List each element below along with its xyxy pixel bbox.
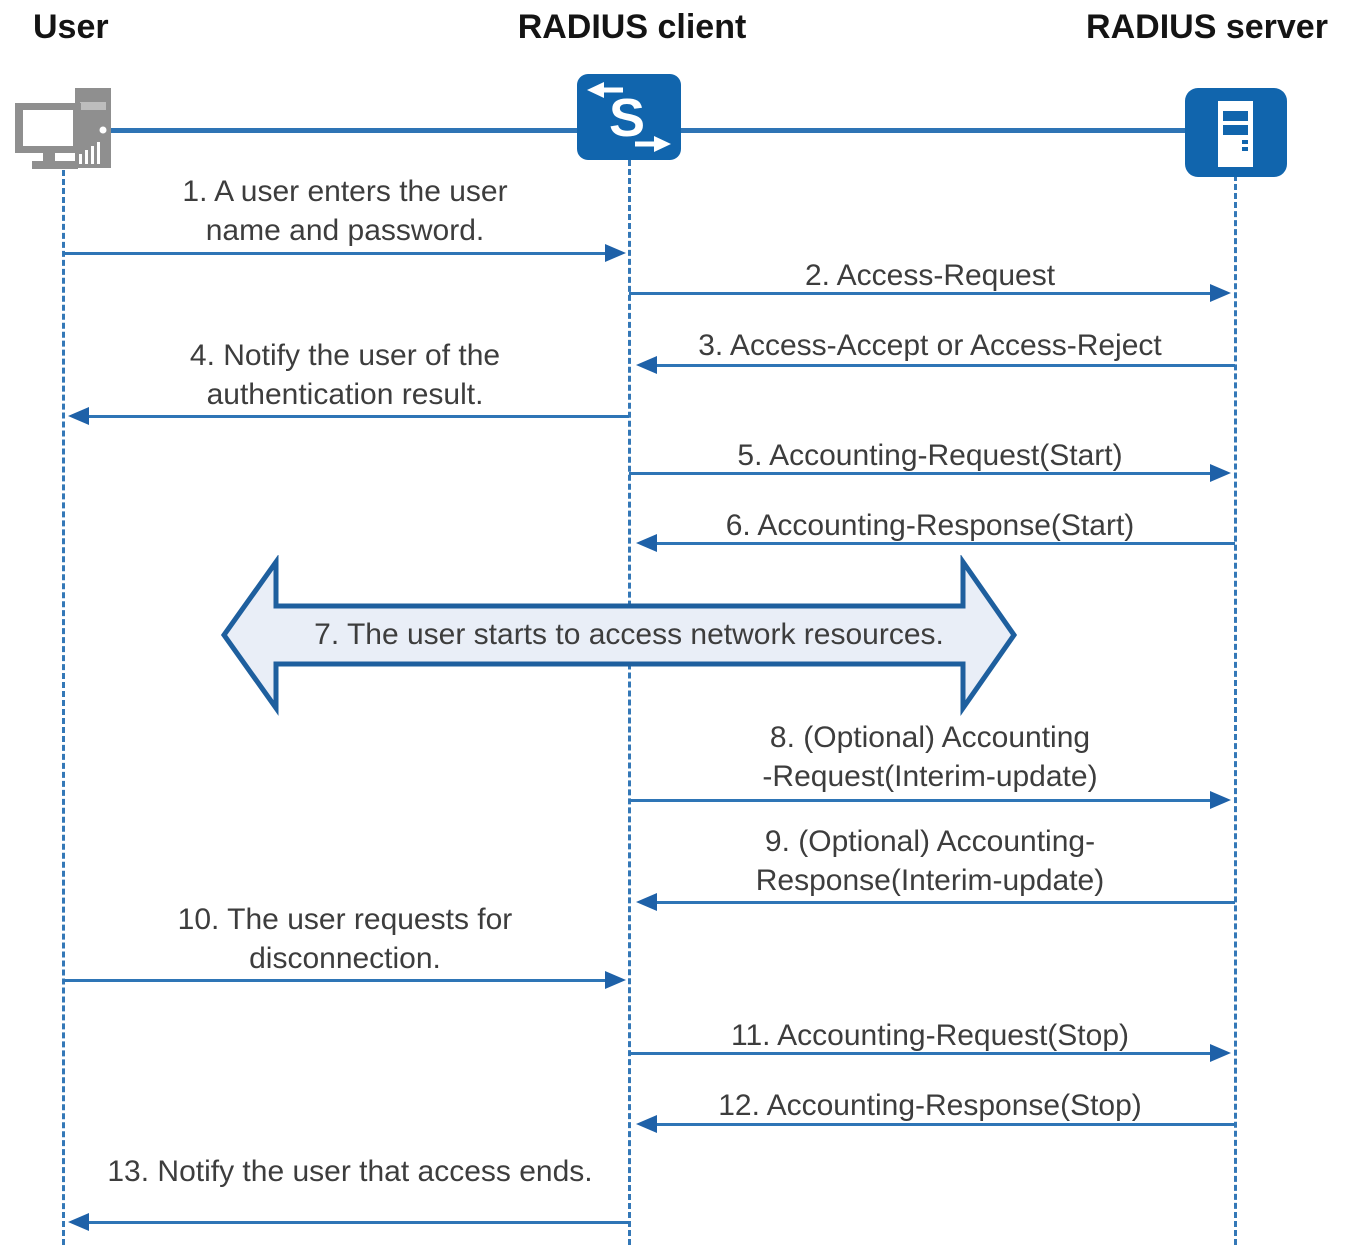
arrowhead-left-icon: [68, 407, 89, 425]
arrowhead-left-icon: [636, 356, 657, 374]
arrowhead-right-icon: [605, 244, 626, 262]
actor-label-user: User: [33, 8, 109, 46]
arrowhead-right-icon: [1210, 1044, 1231, 1062]
actor-label-radius-server: RADIUS server: [1086, 8, 1328, 46]
message-arrow-10: [63, 971, 626, 989]
arrowhead-right-icon: [1210, 464, 1231, 482]
arrowhead-left-icon: [68, 1213, 89, 1231]
message-label-2: 2. Access-Request: [804, 259, 1056, 292]
network-access-banner-arrow: [220, 555, 1018, 716]
switch-letter: S: [609, 88, 645, 148]
arrowhead-left-icon: [636, 534, 657, 552]
message-arrow-12: [636, 1115, 1235, 1133]
desktop-computer-icon: [15, 88, 111, 169]
message-label-12: 12. Accounting-Response(Stop): [718, 1089, 1142, 1122]
computer-stand: [32, 161, 78, 169]
message-label-4: 4. Notify the user of the authentication…: [189, 339, 501, 411]
message-arrow-1: [63, 244, 626, 262]
message-arrow-2: [629, 284, 1231, 302]
message-arrow-8: [629, 791, 1231, 809]
message-arrow-6: [636, 534, 1235, 552]
lifeline-client: [628, 160, 631, 1245]
arrowhead-left-icon: [636, 893, 657, 911]
message-label-9: 9. (Optional) Accounting- Response(Inter…: [755, 825, 1105, 897]
arrowhead-right-icon: [1210, 284, 1231, 302]
message-label-8: 8. (Optional) Accounting -Request(Interi…: [762, 721, 1098, 793]
arrowhead-right-icon: [605, 971, 626, 989]
server-icon: [1185, 88, 1287, 177]
switch-left-arrow: [587, 82, 623, 98]
message-arrow-13: [68, 1213, 629, 1231]
message-arrow-11: [629, 1044, 1231, 1062]
lifeline-server: [1234, 175, 1237, 1245]
message-arrow-4: [68, 407, 629, 425]
message-label-13: 13. Notify the user that access ends.: [107, 1155, 593, 1188]
arrowhead-right-icon: [1210, 791, 1231, 809]
actor-label-radius-client: RADIUS client: [517, 8, 747, 46]
message-label-5: 5. Accounting-Request(Start): [737, 439, 1123, 472]
lifeline-user: [62, 170, 65, 1245]
message-label-1: 1. A user enters the user name and passw…: [182, 175, 508, 247]
switch-icon: S: [577, 74, 681, 160]
switch-right-arrow: [635, 136, 671, 152]
message-arrow-3: [636, 356, 1235, 374]
message-arrow-9: [636, 893, 1235, 911]
message-label-11: 11. Accounting-Request(Stop): [730, 1019, 1129, 1052]
message-label-3: 3. Access-Accept or Access-Reject: [698, 329, 1162, 362]
message-label-6: 6. Accounting-Response(Start): [725, 509, 1135, 542]
message-label-7: 7. The user starts to access network res…: [314, 618, 944, 651]
arrowhead-left-icon: [636, 1115, 657, 1133]
message-label-10: 10. The user requests for disconnection.: [177, 903, 513, 975]
message-arrow-5: [629, 464, 1231, 482]
